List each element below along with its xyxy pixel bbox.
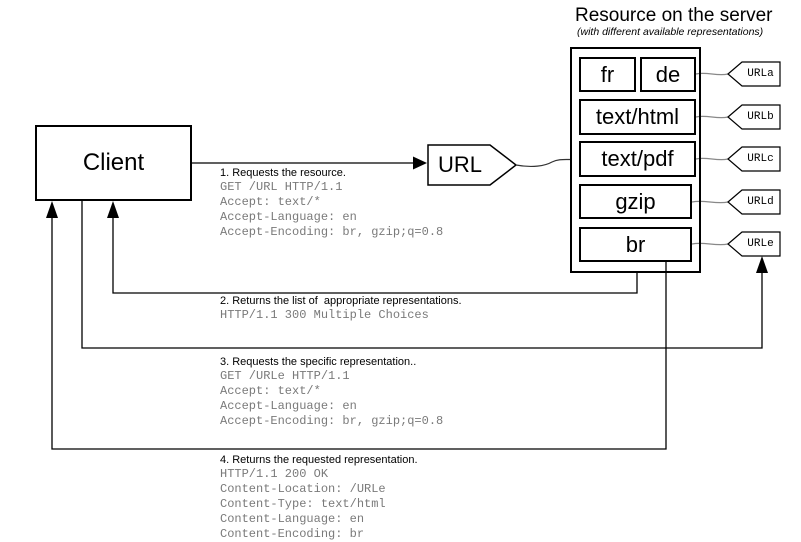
tag-connector-urlc (695, 157, 729, 161)
url-tag-label-urld: URLd (747, 196, 774, 208)
url-tag-shape-urlb (727, 104, 781, 130)
requests-specific-line (81, 201, 763, 349)
http-request-line: Accept-Encoding: br, gzip;q=0.8 (220, 225, 444, 239)
step-2-annotation: 2. Returns the list of appropriate repre… (220, 294, 462, 323)
arrowhead-up-icon (46, 201, 58, 218)
tag-connector-urlb (695, 115, 729, 119)
representation-box-gzip: gzip (579, 184, 692, 219)
step-4-annotation: 4. Returns the requested representation.… (220, 453, 418, 542)
url-node-label: URL (437, 152, 482, 177)
http-request-line: Accept-Encoding: br, gzip;q=0.8 (220, 414, 444, 428)
http-response-line: HTTP/1.1 300 Multiple Choices (220, 308, 429, 322)
http-response-line: Content-Language: en (220, 512, 365, 526)
representation-box-de: de (640, 57, 696, 92)
representation-box-fr: fr (579, 57, 636, 92)
url-tag-label-urlb: URLb (747, 111, 774, 123)
representation-label: br (625, 231, 646, 257)
tag-connector-urld (691, 200, 729, 204)
url-tag-shape-urle (727, 231, 781, 257)
http-request-line: GET /URL HTTP/1.1 (220, 180, 343, 194)
server-box (570, 47, 701, 273)
representation-label: text/html (595, 104, 680, 129)
step-4-title: 4. Returns the requested representation. (220, 454, 418, 466)
server-panel-title: Resource on the server (575, 5, 773, 26)
representation-label: gzip (615, 188, 656, 214)
url-tag-label-urlc: URLc (747, 153, 774, 165)
step-1-annotation: 1. Requests the resource. GET /URL HTTP/… (220, 166, 443, 240)
url-tag-shape-urla (727, 61, 781, 87)
url-tag-shape-urlc (727, 146, 781, 172)
http-request-line: GET /URLe HTTP/1.1 (220, 369, 350, 383)
url-node-shape (427, 144, 518, 186)
representation-box-text-html: text/html (579, 99, 696, 135)
tag-connector-urla (695, 72, 729, 76)
tag-connector-urle (691, 242, 729, 246)
http-request-line: Accept-Language: en (220, 399, 357, 413)
returns-list-line (112, 217, 638, 294)
http-request-line: Accept: text/* (220, 195, 321, 209)
returns-representation-line (51, 217, 667, 450)
server-panel-subtitle: (with different available representation… (577, 26, 764, 38)
url-tag-label-urla: URLa (747, 68, 774, 80)
url-tag-shape-urld (727, 189, 781, 215)
arrowhead-right-icon (413, 156, 427, 170)
step-3-title: 3. Requests the specific representation.… (220, 356, 417, 368)
client-box: Client (35, 125, 192, 201)
http-response-line: HTTP/1.1 200 OK (220, 467, 329, 481)
url-tag-label-urle: URLe (747, 238, 774, 250)
representation-box-br: br (579, 227, 692, 262)
http-response-line: Content-Location: /URLe (220, 482, 386, 496)
representation-box-text-pdf: text/pdf (579, 141, 696, 177)
arrowhead-up-icon (107, 201, 119, 218)
representation-label: fr (600, 61, 615, 87)
representation-label: de (655, 61, 681, 87)
step-2-title: 2. Returns the list of appropriate repre… (220, 295, 462, 307)
http-request-line: Accept-Language: en (220, 210, 357, 224)
step-1-title: 1. Requests the resource. (220, 167, 346, 179)
client-label: Client (82, 149, 145, 176)
arrowhead-up-icon (756, 256, 768, 273)
http-response-line: Content-Type: text/html (220, 497, 386, 511)
http-request-line: Accept: text/* (220, 384, 321, 398)
representation-label: text/pdf (601, 146, 674, 171)
step-3-annotation: 3. Requests the specific representation.… (220, 355, 443, 429)
url-to-server-connector (515, 158, 571, 168)
http-response-line: Content-Encoding: br (220, 527, 365, 541)
